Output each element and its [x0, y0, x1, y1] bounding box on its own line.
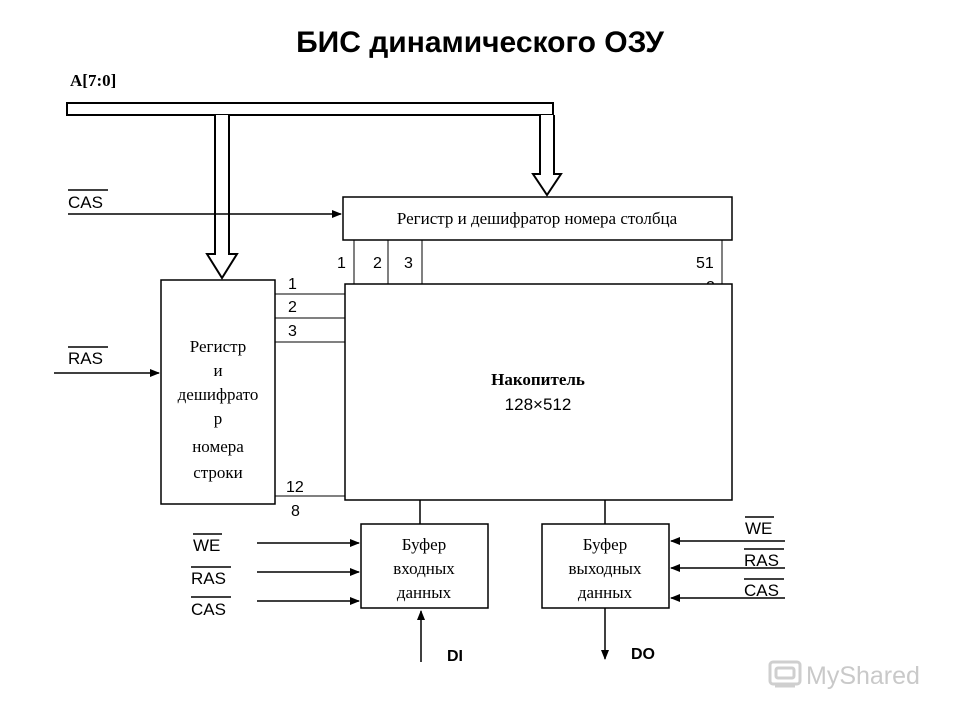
bus-arrow-column: [531, 115, 563, 197]
output-buffer-block: [541, 523, 670, 609]
storage-size: 128×512: [505, 395, 572, 414]
output-buffer-line-2: выходных: [569, 559, 642, 578]
ras-signal-label: RAS: [68, 349, 103, 368]
column-number-1: 1: [337, 255, 346, 272]
input-buffer-line-3: данных: [397, 583, 452, 602]
column-number-2: 2: [373, 255, 382, 272]
row-number-last-b: 8: [291, 503, 300, 520]
watermark-logo-icon: [768, 660, 802, 688]
address-bus: [66, 102, 554, 116]
address-bus-label: A[7:0]: [70, 71, 116, 90]
row-block-line-1: Регистр: [190, 337, 247, 356]
storage-block: [344, 283, 733, 501]
we-in-label: WE: [193, 536, 220, 555]
row-number-3: 3: [288, 323, 297, 340]
input-buffer-block: [360, 523, 489, 609]
column-number-3: 3: [404, 255, 413, 272]
row-number-last-a: 12: [286, 479, 304, 496]
data-in-label: DI: [447, 648, 463, 665]
watermark-text: MyShared: [806, 662, 920, 690]
cas-out-label: CAS: [744, 581, 779, 600]
storage-name: Накопитель: [491, 370, 585, 389]
cas-in-label: CAS: [191, 600, 226, 619]
column-register-label: Регистр и дешифратор номера столбца: [397, 209, 678, 228]
input-buffer-line-2: входных: [393, 559, 455, 578]
row-number-2: 2: [288, 299, 297, 316]
output-buffer-line-1: Буфер: [583, 535, 627, 554]
bus-arrow-row: [205, 115, 239, 280]
row-block-line-4: р: [214, 409, 223, 428]
row-block-line-5: номера: [192, 437, 244, 456]
row-block-line-3: дешифрато: [178, 385, 259, 404]
row-number-1: 1: [288, 276, 297, 293]
cas-signal-label: CAS: [68, 193, 103, 212]
row-register-block: [160, 279, 276, 505]
we-out-label: WE: [745, 519, 772, 538]
input-buffer-line-1: Буфер: [402, 535, 446, 554]
row-block-line-6: строки: [193, 463, 243, 482]
column-register-block: [342, 196, 733, 241]
column-number-last-a: 51: [696, 255, 714, 272]
ras-out-label: RAS: [744, 551, 779, 570]
ras-in-label: RAS: [191, 569, 226, 588]
row-block-line-2: и: [213, 361, 222, 380]
diagram-title: БИС динамического ОЗУ: [296, 26, 664, 59]
data-out-label: DO: [631, 646, 655, 663]
output-buffer-line-3: данных: [578, 583, 633, 602]
